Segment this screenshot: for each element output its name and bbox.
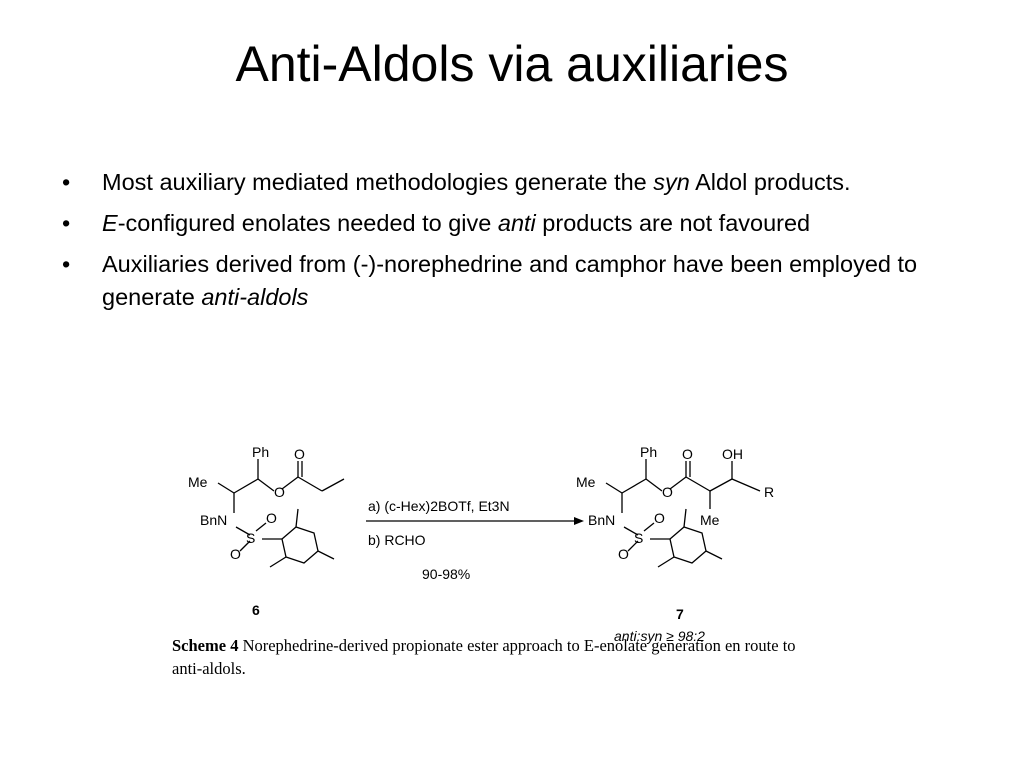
bullet-marker: •: [62, 169, 71, 195]
bullet-item: • Auxiliaries derived from (-)-norephedr…: [62, 248, 992, 314]
compound-label-reactant: 6: [252, 602, 260, 618]
atom-ph: Ph: [252, 444, 269, 460]
bullet-text: Aldol products.: [689, 169, 851, 195]
atom-o: O: [662, 484, 673, 500]
selectivity-ratio: anti:syn ≥ 98:2: [614, 628, 705, 644]
bullet-text: products are not favoured: [535, 210, 811, 236]
bullet-emphasis: anti: [497, 210, 536, 236]
bullet-emphasis: anti-aldols: [201, 284, 309, 310]
atom-s: S: [246, 530, 255, 546]
atom-bnn: BnN: [588, 512, 615, 528]
atom-o: O: [294, 446, 305, 462]
slide-title: Anti-Aldols via auxiliaries: [235, 36, 789, 92]
bullet-text: Auxiliaries derived from (-)-norephedrin…: [102, 251, 918, 310]
atom-o: O: [618, 546, 629, 562]
atom-oh: OH: [722, 446, 743, 462]
condition-b: b) RCHO: [368, 532, 426, 548]
atom-o: O: [654, 510, 665, 526]
bullet-item: • E-configured enolates needed to give a…: [62, 207, 992, 240]
scheme-caption: Scheme 4 Norephedrine-derived propionate…: [172, 634, 812, 680]
bullet-emphasis: syn: [653, 169, 690, 195]
caption-label: Scheme 4: [172, 636, 239, 655]
atom-me: Me: [188, 474, 208, 490]
atom-r: R: [764, 484, 774, 500]
caption-text: Norephedrine-derived propionate ester ap…: [172, 636, 796, 678]
atom-me: Me: [576, 474, 596, 490]
bullet-emphasis: E: [102, 210, 118, 236]
bullet-list: • Most auxiliary mediated methodologies …: [62, 166, 992, 322]
atom-o: O: [274, 484, 285, 500]
yield-text: 90-98%: [422, 566, 470, 582]
bullet-text: -configured enolates needed to give: [117, 210, 498, 236]
atom-o: O: [682, 446, 693, 462]
bullet-text: Most auxiliary mediated methodologies ge…: [102, 169, 654, 195]
atom-ph: Ph: [640, 444, 657, 460]
bullet-item: • Most auxiliary mediated methodologies …: [62, 166, 992, 199]
bullet-marker: •: [62, 210, 71, 236]
reaction-scheme: Ph Me O O BnN S O O a) (c-Hex)2BOTf, Et3…: [188, 444, 774, 644]
compound-label-product: 7: [676, 606, 684, 622]
condition-a: a) (c-Hex)2BOTf, Et3N: [368, 498, 510, 514]
atom-o: O: [266, 510, 277, 526]
bullet-marker: •: [62, 251, 71, 277]
atom-s: S: [634, 530, 643, 546]
atom-bnn: BnN: [200, 512, 227, 528]
atom-me: Me: [700, 512, 720, 528]
atom-o: O: [230, 546, 241, 562]
